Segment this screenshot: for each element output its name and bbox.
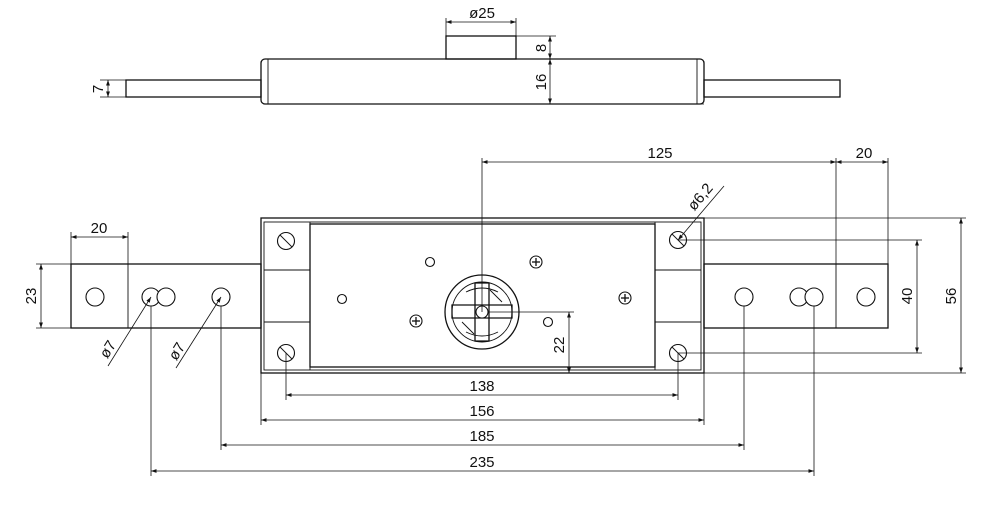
dim-138: 138 [469,378,494,395]
dim-156: 156 [469,403,494,420]
lock-body [260,217,705,374]
top-view: ø25 8 16 7 [90,5,841,105]
dim-screw-diameter: ø6,2 [684,180,716,214]
lock-body-top [260,58,705,105]
dim-hole-spacing-horizontal: 125 [647,145,672,162]
dim-body-overall-height: 56 [943,288,960,305]
dim-body-height: 16 [533,74,550,91]
rivet [618,291,632,305]
dim-hole-diameter-left: ø7 [96,338,120,362]
rivet [409,314,423,328]
bar-hole-left-end [85,287,105,307]
bar-hole [804,287,824,307]
dim-235: 235 [469,454,494,471]
dim-bar-end-right: 20 [856,145,873,162]
bar-hole-right-end [856,287,876,307]
right-bar-top [703,79,841,98]
center-plate [309,223,656,368]
front-view: 125 20 20 23 ø6,2 ø7 ø7 40 56 [23,145,966,476]
bar-hole [734,287,754,307]
rivet [529,255,543,269]
dim-key-cylinder-diameter: ø25 [469,5,495,22]
dim-cylinder-offset: 22 [551,337,568,354]
left-bar-top [125,79,262,98]
dim-bar-thickness: 7 [90,85,107,93]
corner-screw-tl [276,231,296,251]
plate-hole [424,256,436,268]
plate-hole [336,293,348,305]
dim-bar-width: 23 [23,288,40,305]
dim-screw-spacing-vertical: 40 [899,288,916,305]
key-cylinder-top [445,35,517,60]
dim-hole-diameter-right: ø7 [165,340,189,364]
dim-bar-end-left: 20 [91,220,108,237]
dim-key-cylinder-height: 8 [533,44,550,52]
plate-hole [542,316,554,328]
dim-185: 185 [469,428,494,445]
bar-hole-slot [156,287,176,307]
